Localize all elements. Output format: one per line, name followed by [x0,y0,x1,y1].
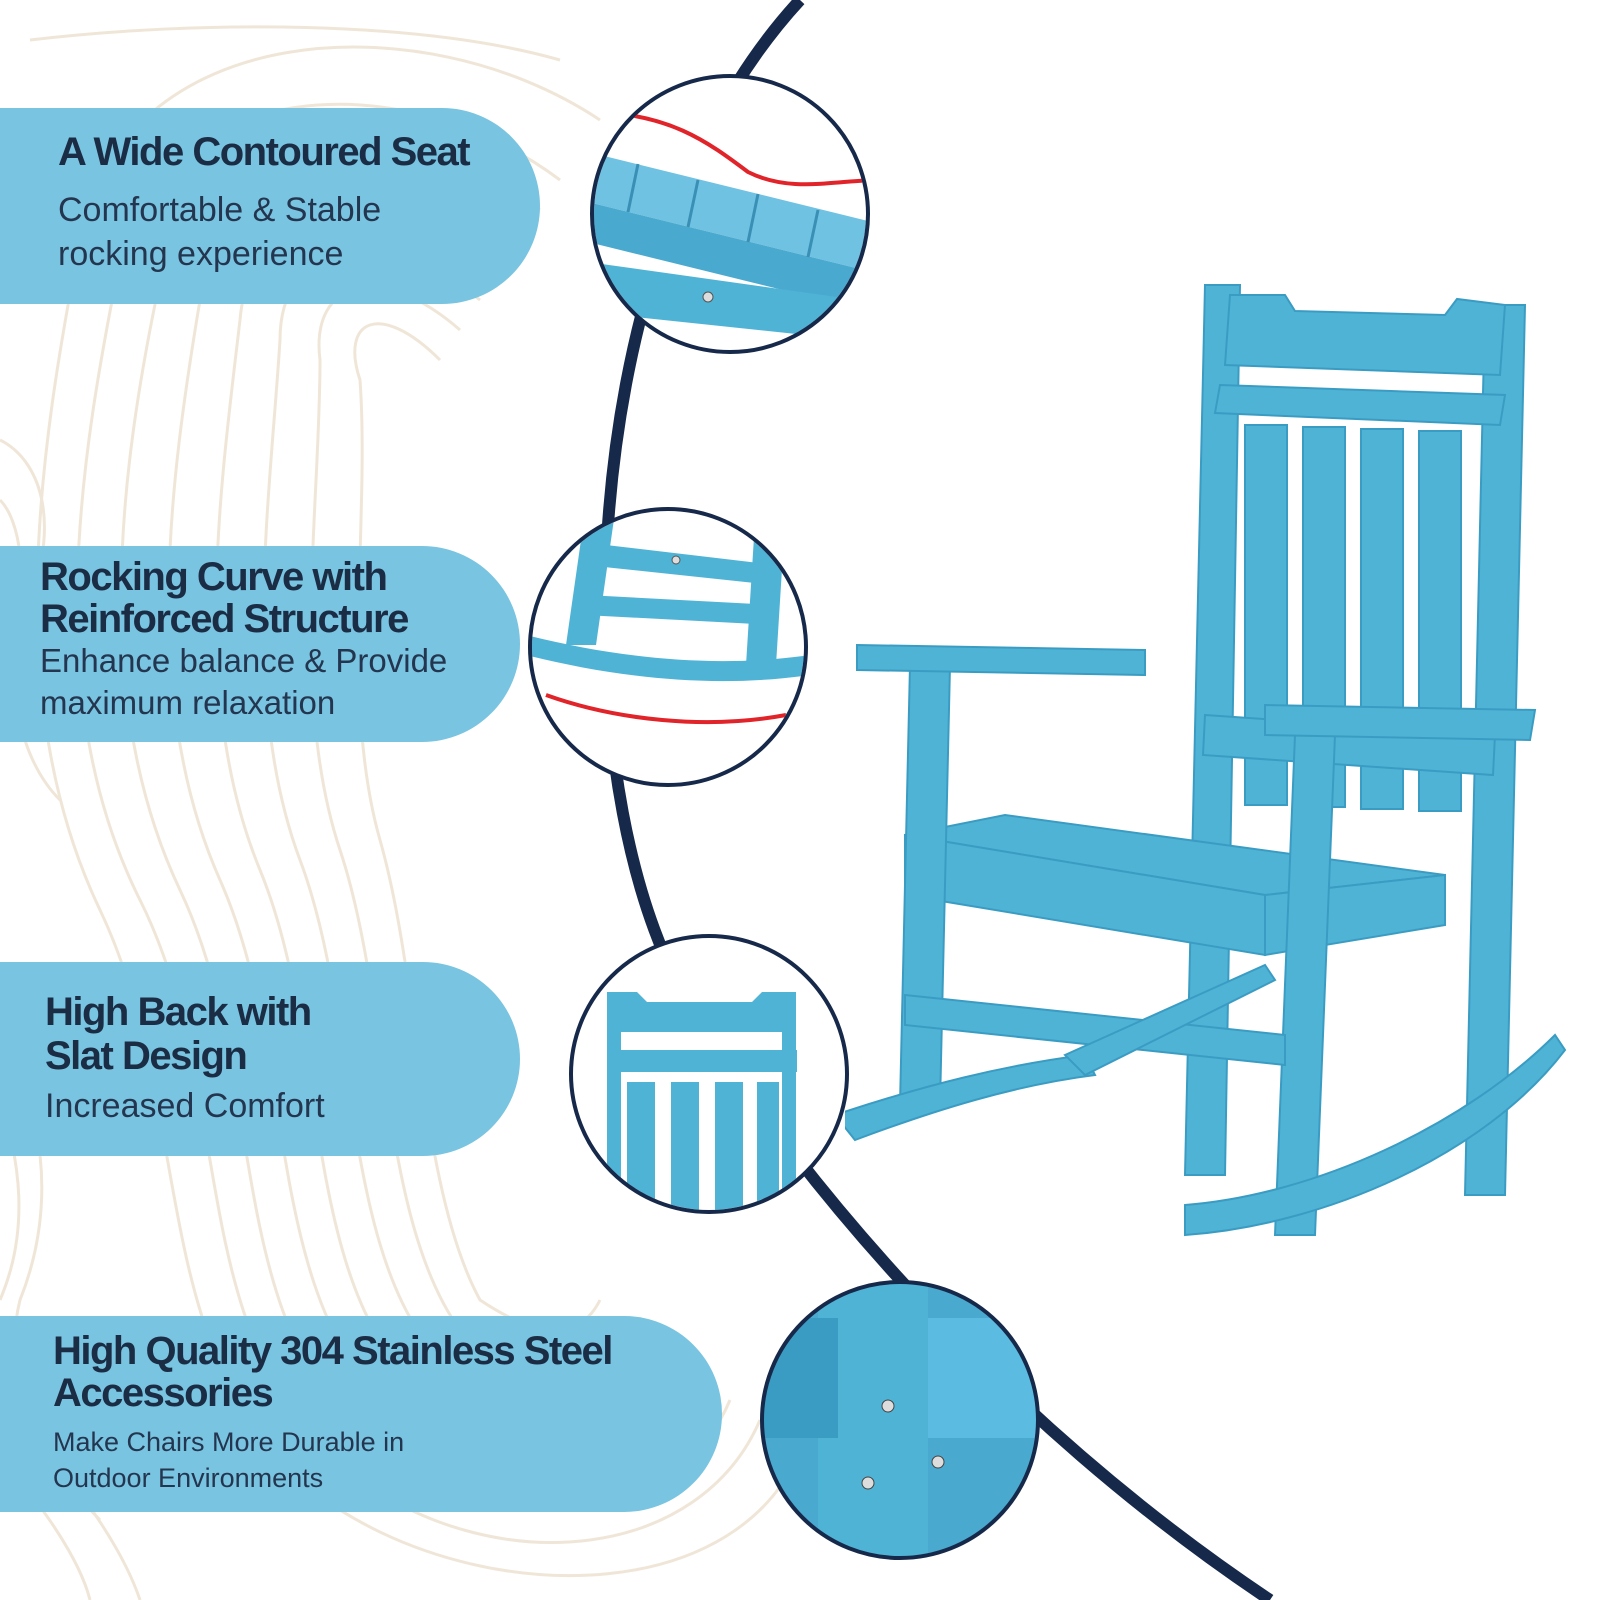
feature-high-back: High Back with Slat Design Increased Com… [0,962,520,1156]
detail-circle-seat [590,74,870,354]
detail-circle-backrest [569,934,849,1214]
feature-seat: A Wide Contoured Seat Comfortable & Stab… [0,108,540,304]
feature-title: High Back with Slat Design [45,990,312,1078]
feature-description: Comfortable & Stable rocking experience [58,191,382,273]
rocking-chair-product [845,284,1567,1237]
feature-title: High Quality 304 Stainless Steel Accesso… [53,1329,613,1415]
feature-rocking-curve: Rocking Curve with Reinforced Structure … [0,546,520,742]
detail-circle-rocker [528,507,808,787]
feature-stainless-steel: High Quality 304 Stainless Steel Accesso… [0,1316,722,1512]
feature-title: Rocking Curve with Reinforced Structure [40,555,409,641]
detail-circle-screws [760,1280,1040,1560]
feature-title: A Wide Contoured Seat [58,130,471,174]
feature-description: Enhance balance & Provide maximum relaxa… [40,642,448,721]
feature-description: Increased Comfort [45,1087,325,1125]
feature-description: Make Chairs More Durable in Outdoor Envi… [53,1427,405,1493]
